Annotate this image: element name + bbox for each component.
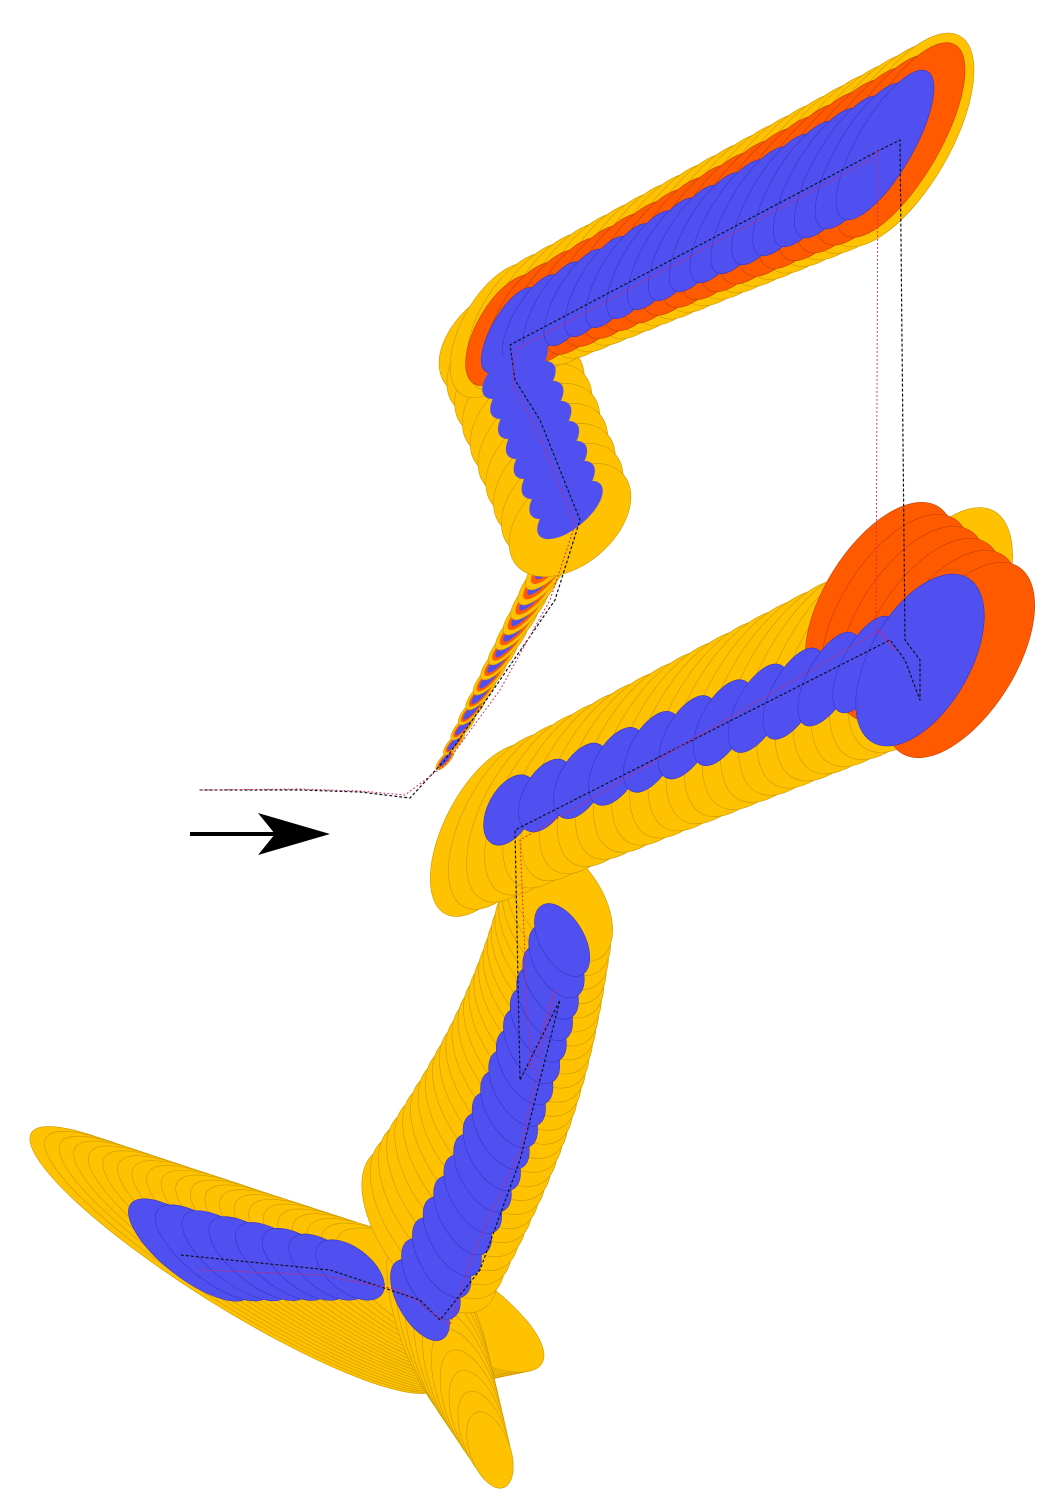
- inner-ellipse: [534, 903, 591, 977]
- neck-inner-ellipse: [447, 735, 461, 751]
- inner-ellipse: [505, 400, 572, 460]
- inner-ellipse: [513, 420, 580, 480]
- inner-ellipse: [482, 340, 548, 400]
- trajectory-estimate-line: [179, 139, 921, 1321]
- upper-uncertainty-envelope: [438, 32, 975, 577]
- inner-ellipse: [490, 360, 556, 420]
- outer-ellipse: [466, 1411, 514, 1489]
- inner-ellipse: [521, 440, 588, 500]
- inner-ellipse: [835, 69, 935, 221]
- inner-ellipse: [529, 460, 595, 520]
- arrow-head: [258, 813, 330, 855]
- inner-ellipse: [497, 380, 564, 440]
- arrow-right-icon: [190, 813, 330, 855]
- inner-ellipse: [537, 480, 603, 540]
- inner-ellipse: [315, 1239, 385, 1301]
- lower-uncertainty-envelope: [29, 501, 1035, 1489]
- trajectory-lines: [179, 139, 921, 1326]
